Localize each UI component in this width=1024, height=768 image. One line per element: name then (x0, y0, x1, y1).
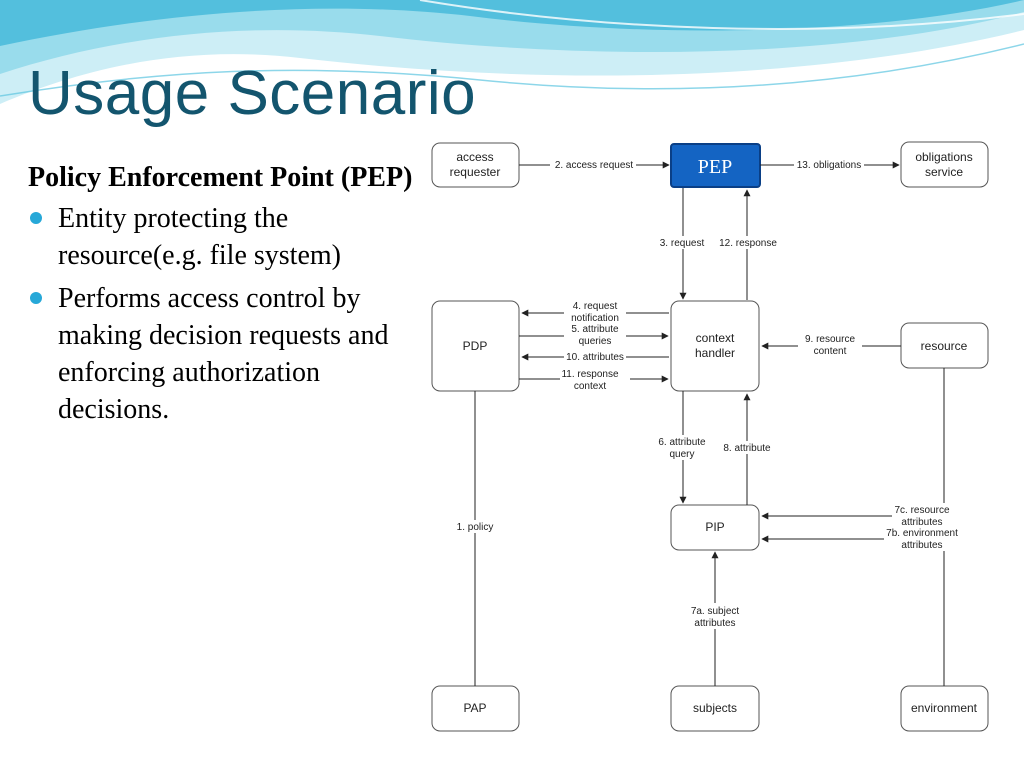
edge-label: 12. response (719, 238, 777, 249)
edge-label: 7c. resource (894, 505, 949, 516)
edge-10-attributes: 10. attributes (521, 351, 669, 364)
edge-12-response: 12. response (717, 189, 779, 300)
node-label: service (925, 165, 963, 179)
node-pdp: PDP (431, 300, 520, 392)
edge-7c-resource-attributes: 7c. resource attributes (761, 368, 952, 528)
edge-9-resource-content: 9. resource content (761, 332, 901, 358)
bullet-item: Entity protecting the resource(e.g. file… (28, 200, 413, 274)
node-environment: environment (900, 685, 989, 732)
node-subjects: subjects (670, 685, 760, 732)
edge-label: 10. attributes (566, 352, 624, 363)
edge-label: 5. attribute (571, 324, 619, 335)
edge-label: 8. attribute (723, 443, 771, 454)
xacml-diagram: access requester PEP obligations service… (420, 128, 1010, 753)
header-wave-decoration (0, 0, 1024, 104)
bullet-text: Performs access control by making decisi… (58, 283, 389, 425)
node-access-requester: access requester (431, 142, 520, 188)
edge-8-attribute: 8. attribute (720, 393, 774, 505)
edge-5-attribute-queries: 5. attribute queries (519, 323, 669, 347)
edge-label: 11. response (561, 369, 619, 380)
node-pep: PEP (670, 143, 761, 188)
node-label: environment (911, 701, 978, 715)
slide-body: Policy Enforcement Point (PEP) Entity pr… (28, 160, 413, 434)
bullet-list: Entity protecting the resource(e.g. file… (28, 200, 413, 428)
bullet-dot-icon (30, 292, 42, 304)
node-obligations-service: obligations service (900, 141, 989, 188)
edge-1-policy: 1. policy (452, 391, 498, 686)
edge-2-access-request: 2. access request (519, 160, 670, 171)
slide-title: Usage Scenario (28, 59, 477, 128)
edge-label: 13. obligations (797, 160, 862, 171)
node-pip: PIP (670, 504, 760, 551)
node-label: PEP (698, 156, 732, 178)
edge-label: 4. request (573, 301, 618, 312)
node-resource: resource (900, 322, 989, 369)
edge-label: 3. request (660, 238, 705, 249)
node-label: resource (921, 339, 968, 353)
edge-4-request-notification: 4. request notification (521, 299, 669, 324)
node-label: requester (450, 165, 501, 179)
bullet-text: Entity protecting the resource(e.g. file… (58, 203, 341, 271)
edge-label: context (574, 381, 606, 392)
edge-label: 9. resource (805, 334, 855, 345)
node-pap: PAP (431, 685, 520, 732)
bullet-dot-icon (30, 212, 42, 224)
edge-label: query (669, 449, 694, 460)
edge-label: 7b. environment (886, 528, 958, 539)
node-label: subjects (693, 701, 737, 715)
node-label: handler (695, 346, 735, 360)
edge-label: notification (571, 313, 619, 324)
node-label: access (456, 150, 493, 164)
node-label: PAP (463, 701, 486, 715)
node-label: context (696, 331, 735, 345)
edge-11-response-context: 11. response context (519, 367, 669, 392)
edge-7b-environment-attributes: 7b. environment attributes (761, 527, 960, 686)
edge-label: 1. policy (457, 522, 494, 533)
edge-label: attributes (901, 517, 942, 528)
edge-13-obligations: 13. obligations (760, 160, 900, 171)
edge-7a-subject-attributes: 7a. subject attributes (685, 551, 745, 686)
node-label: PIP (705, 520, 724, 534)
edge-6-attribute-query: 6. attribute query (653, 391, 711, 504)
pep-heading: Policy Enforcement Point (PEP) (28, 162, 413, 193)
node-label: PDP (463, 339, 488, 353)
edge-label: attributes (901, 540, 942, 551)
edge-3-request: 3. request (655, 188, 707, 300)
edge-label: content (814, 346, 847, 357)
node-label: obligations (915, 150, 972, 164)
edge-label: 7a. subject (691, 606, 740, 617)
bullet-item: Performs access control by making decisi… (28, 280, 413, 428)
node-context-handler: context handler (670, 300, 760, 392)
edge-label: 2. access request (555, 160, 634, 171)
edge-label: 6. attribute (658, 437, 706, 448)
edge-label: attributes (694, 618, 735, 629)
edge-label: queries (579, 336, 612, 347)
